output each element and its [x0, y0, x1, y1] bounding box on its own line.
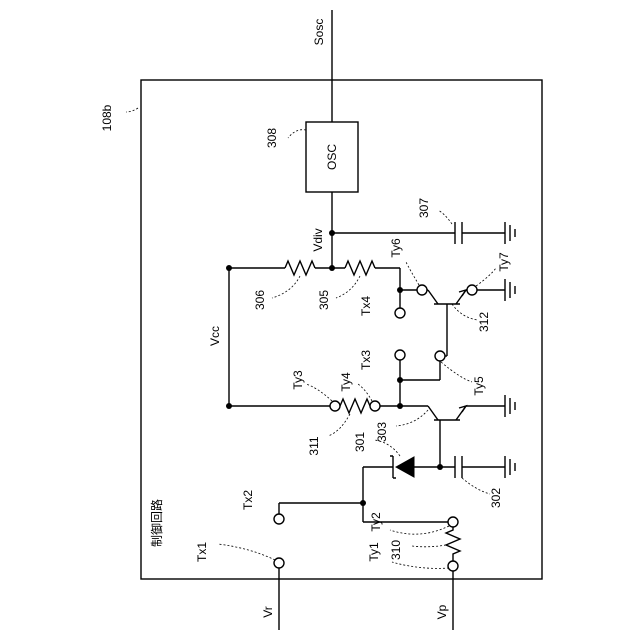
r310-ref: 310: [389, 540, 403, 560]
vcc-node-top: [226, 265, 232, 271]
q303-collector-node: [397, 403, 403, 409]
terminal-ty6[interactable]: [417, 285, 427, 295]
r306-ref: 306: [253, 290, 267, 310]
divider-node: [329, 265, 335, 271]
terminal-ty7[interactable]: [467, 285, 477, 295]
sosc-label: Sosc: [312, 19, 326, 46]
terminal-ty4[interactable]: [370, 401, 380, 411]
q303-base-node: [437, 464, 443, 470]
terminal-tx4[interactable]: [395, 308, 405, 318]
terminal-ty5[interactable]: [435, 351, 445, 361]
c302-ref: 302: [489, 488, 503, 508]
terminal-tx1[interactable]: [274, 558, 284, 568]
ty6-label: Ty6: [389, 238, 403, 258]
ty2-label: Ty2: [369, 512, 383, 532]
control-circuit-title: 制御回路: [149, 499, 164, 547]
r311-ref: 311: [307, 436, 321, 455]
tx2-label: Tx2: [241, 490, 255, 510]
frame-leader: [126, 108, 138, 112]
ty3-label: Ty3: [291, 370, 305, 390]
terminal-tx3[interactable]: [395, 350, 405, 360]
tx3-label: Tx3: [359, 350, 373, 370]
osc-ref: 308: [265, 128, 279, 148]
terminal-ty2[interactable]: [448, 517, 458, 527]
ty7-label: Ty7: [497, 252, 511, 272]
osc-label: OSC: [325, 144, 339, 170]
vp-label: Vp: [435, 604, 449, 619]
terminal-tx2[interactable]: [274, 514, 284, 524]
terminal-ty1[interactable]: [448, 561, 458, 571]
vcc-label: Vcc: [208, 326, 222, 346]
c307-ref: 307: [417, 198, 431, 218]
tx2-node: [360, 500, 366, 506]
vdiv-label: Vdiv: [311, 228, 325, 251]
vr-label: Vr: [261, 606, 275, 618]
d301-ref: 301: [353, 432, 367, 452]
q303-ref: 303: [375, 422, 389, 442]
terminal-ty3[interactable]: [330, 401, 340, 411]
tx4-label: Tx4: [359, 296, 373, 316]
ty4-label: Ty4: [339, 372, 353, 392]
q312-ref: 312: [477, 312, 491, 332]
r305-ref: 305: [317, 290, 331, 310]
tx1-label: Tx1: [195, 542, 209, 562]
ty5-label: Ty5: [472, 376, 486, 396]
frame-label: 108b: [100, 104, 114, 131]
ty1-label: Ty1: [367, 542, 381, 562]
